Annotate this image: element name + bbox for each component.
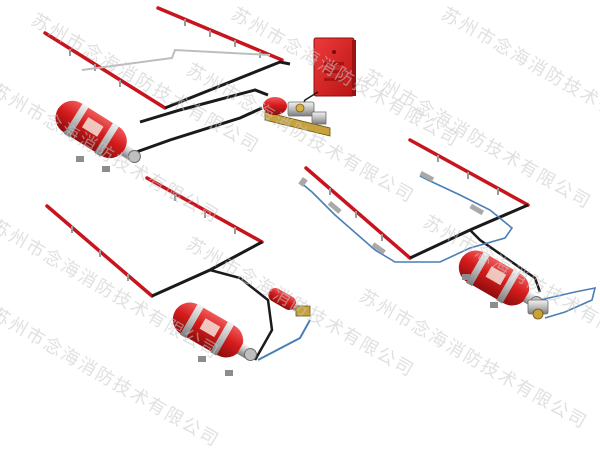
product-image: 苏州市念海消防技术有限公司 苏州市念海消防技术有限公司 苏州市念海消防技术有限公… <box>0 3 600 452</box>
black-pipe <box>469 229 542 293</box>
red-pipe <box>145 176 264 244</box>
black-pipe <box>164 60 291 110</box>
black-hose <box>209 268 274 361</box>
tube-clips <box>298 170 485 255</box>
system-with-small-extinguisher <box>45 176 311 376</box>
red-pipe <box>304 166 412 260</box>
red-pipe <box>43 31 167 110</box>
fire-suppression-systems-illustration <box>43 6 597 376</box>
system-with-blue-detection-tube <box>298 138 597 320</box>
extinguisher-cylinder <box>172 302 257 376</box>
silver-pipe <box>81 48 271 71</box>
black-pipe <box>139 88 269 124</box>
extinguisher-cylinder <box>55 100 141 172</box>
nozzles <box>329 155 499 241</box>
blue-tube <box>299 175 514 263</box>
valve-assembly <box>527 299 549 320</box>
system-with-control-panel <box>43 6 356 172</box>
small-extinguisher <box>268 288 311 317</box>
black-pipe <box>151 240 263 298</box>
control-panel <box>313 37 356 97</box>
nozzles <box>71 194 236 281</box>
valve-assembly <box>263 97 331 137</box>
red-pipe <box>156 6 284 62</box>
blue-tube <box>257 319 311 361</box>
black-pipe <box>127 106 263 157</box>
blue-tube <box>539 286 597 319</box>
